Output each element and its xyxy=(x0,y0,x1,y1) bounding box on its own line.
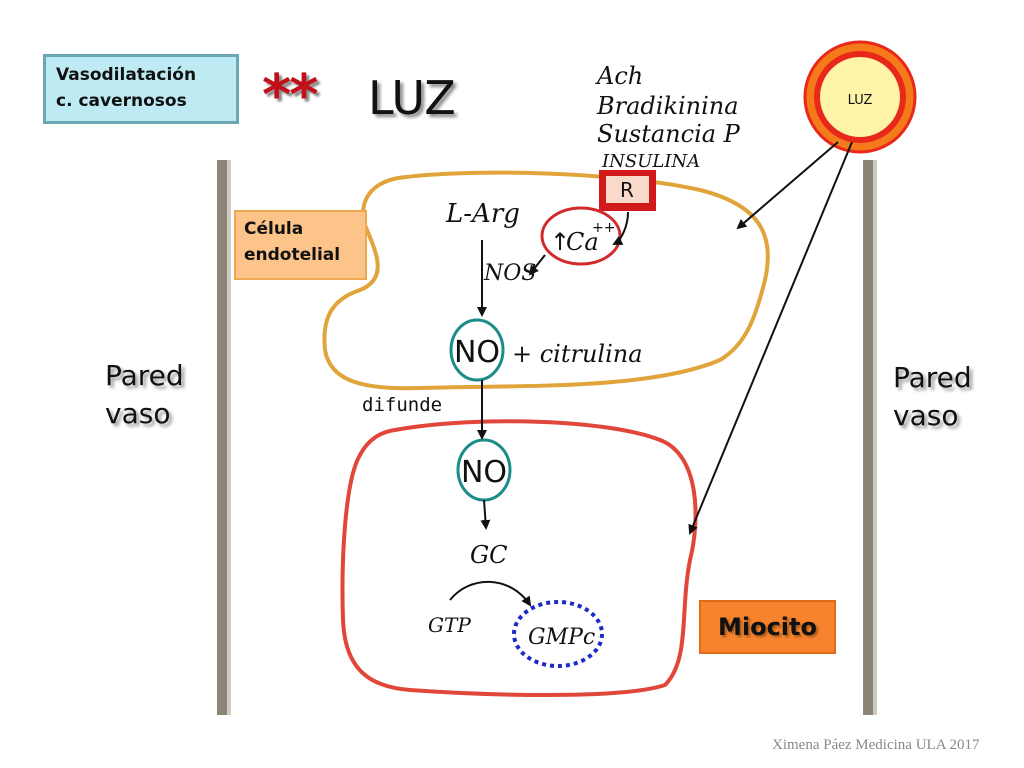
receptor-label: R xyxy=(620,178,634,202)
receptor xyxy=(599,170,656,211)
endothelial-label-line2: endotelial xyxy=(244,245,341,265)
diffuses-label: difunde xyxy=(362,394,443,416)
right-wall-label: Pared vaso xyxy=(893,359,972,435)
left-vessel-wall xyxy=(217,160,231,715)
arrow-gtp-to-gmpc xyxy=(449,580,532,607)
stimulus-sustancia-p: Sustancia P xyxy=(597,120,741,148)
endothelial-label-box: Célula endotelial xyxy=(234,210,367,280)
luz-title: LUZ xyxy=(368,71,456,125)
arrow-calcium-to-nos xyxy=(528,254,546,276)
calcium-charge: ++ xyxy=(592,220,615,236)
lumen-circle xyxy=(803,40,917,154)
stimulus-insulina: INSULINA xyxy=(601,151,700,172)
arrow-lumen-to-myocyte xyxy=(688,141,853,535)
no-label-endothelial: NO xyxy=(454,335,500,370)
myocyte-cell xyxy=(340,419,698,697)
author-credit: Ximena Páez Medicina ULA 2017 xyxy=(772,737,980,753)
left-wall-line1: Pared xyxy=(105,359,184,392)
gtp-label: GTP xyxy=(428,613,471,637)
left-wall-label: Pared vaso xyxy=(105,357,184,433)
calcium-arrow: ↑ xyxy=(550,228,570,256)
stars-marker: ** xyxy=(262,63,319,128)
right-wall-line1: Pared xyxy=(893,361,972,394)
stimulus-ach: Ach xyxy=(595,62,643,90)
right-wall-line2: vaso xyxy=(893,399,959,432)
title-box: Vasodilatación c. cavernosos xyxy=(43,54,239,124)
stimulus-bradikinina: Bradikinina xyxy=(596,92,739,120)
nos-label: NOS xyxy=(483,261,536,286)
gmpc-label: GMPc xyxy=(528,625,595,650)
title-line2: c. cavernosos xyxy=(56,91,187,111)
title-line1: Vasodilatación xyxy=(56,65,197,85)
lumen-label: LUZ xyxy=(848,93,873,108)
arrow-receptor-to-calcium xyxy=(612,211,629,245)
left-wall-line2: vaso xyxy=(105,397,171,430)
right-vessel-wall xyxy=(863,160,877,715)
endothelial-label-line1: Célula xyxy=(244,219,304,239)
arrow-lumen-to-endothelial xyxy=(736,141,839,230)
larg-label: L-Arg xyxy=(445,199,520,229)
gmpc-circle xyxy=(512,600,604,668)
endothelial-cell xyxy=(322,170,770,391)
no-label-myocyte: NO xyxy=(461,455,507,490)
calcium-label: Ca xyxy=(566,228,599,256)
citrulina-label: + citrulina xyxy=(512,340,643,368)
gc-label: GC xyxy=(470,541,508,569)
arrow-no-to-gc xyxy=(480,499,491,530)
myocyte-label-box: Miocito xyxy=(699,600,836,654)
no-circle-endothelial xyxy=(449,318,505,382)
